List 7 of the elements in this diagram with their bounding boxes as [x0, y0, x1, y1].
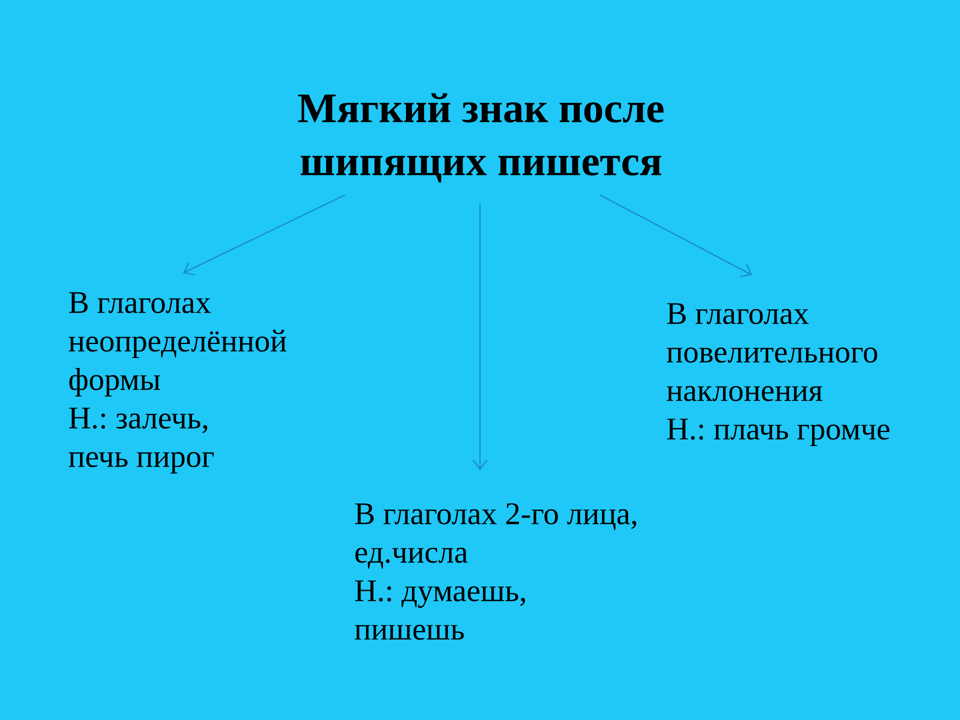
arrow [183, 194, 346, 276]
arrow [472, 203, 488, 470]
rule-text: В глаголах повелительного наклонения Н.: плачь громче [666, 303, 890, 446]
rule-text: В глаголах неопределённой формы Н.: залечь, печь пирог [68, 292, 286, 474]
heading-text: Мягкий знак после шипящих пишется [298, 93, 664, 182]
arrow [600, 194, 752, 278]
rule-text: В глаголах 2-го лица, ед.числа Н.: думаешь, пишешь [354, 503, 636, 640]
